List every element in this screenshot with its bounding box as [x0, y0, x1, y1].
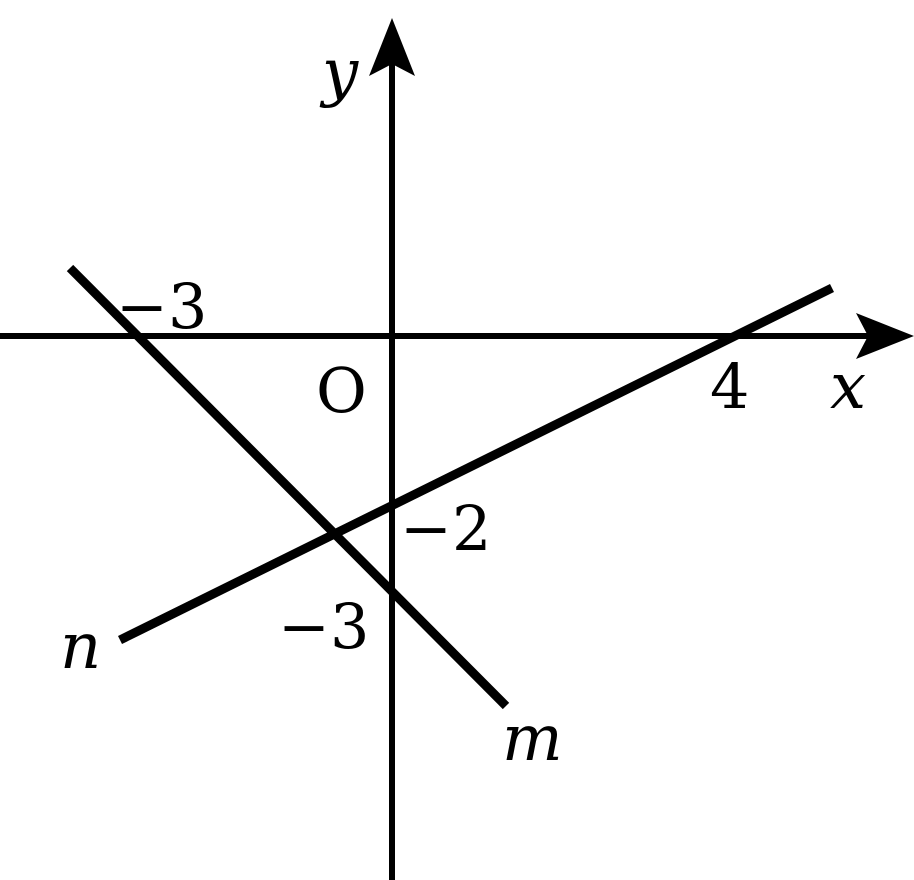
origin-label: O — [316, 354, 367, 427]
m-y-intercept-label: −3 — [278, 590, 369, 663]
y-axis-arrow-icon — [369, 18, 415, 76]
n-x-intercept-label: 4 — [710, 350, 749, 423]
line-m-label: m — [502, 702, 563, 776]
x-axis-label: x — [830, 350, 866, 424]
x-axis-arrow-icon — [856, 313, 914, 359]
n-y-intercept-label: −2 — [400, 492, 491, 565]
y-axis-label: y — [319, 36, 359, 110]
line-n — [118, 283, 834, 645]
line-n-label: n — [60, 610, 101, 684]
line-m — [66, 264, 510, 710]
m-x-intercept-label: −3 — [116, 270, 207, 343]
